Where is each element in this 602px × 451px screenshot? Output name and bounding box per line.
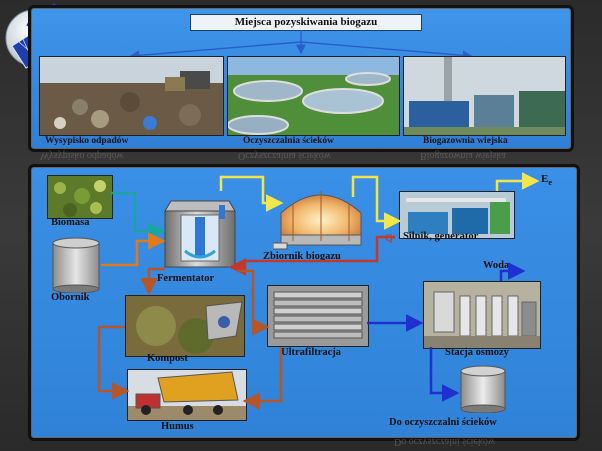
landfill-caption: Wysypisko odpadów (45, 136, 129, 146)
arrow-engine-to-energy (495, 172, 540, 191)
arrow-biomass-to-fermenter (111, 191, 166, 240)
wastewater-plant-caption: Oczyszczalnia ścieków (243, 136, 335, 146)
arrow-manure-to-fermenter (101, 232, 166, 267)
manure-label: Obornik (51, 292, 90, 303)
water-label: Woda (483, 260, 510, 271)
farm-biogas-plant-photo (403, 56, 566, 136)
caption-reflection: Oczyszczalnia ścieków (238, 150, 332, 161)
wastewater-output-label: Do oczyszczalni ścieków (389, 417, 497, 428)
arrow-osmosis-to-water (499, 262, 526, 281)
osmosis-station-photo (423, 281, 541, 349)
humus-label: Humus (161, 421, 194, 432)
output-tank (459, 365, 507, 414)
ultrafiltration-label: Ultrafiltracja (281, 347, 342, 358)
arrow-tank-to-engine (351, 175, 402, 230)
caption-reflection: Biogazownia wiejska (420, 150, 506, 161)
energy-symbol: E (541, 173, 549, 185)
compost-photo (125, 295, 245, 357)
process-panel: Biomasa Obornik (28, 164, 580, 441)
arrow-compost-to-humus (97, 325, 130, 400)
ultrafiltration-photo (267, 285, 369, 347)
energy-subscript: e (548, 178, 552, 188)
manure-tank (51, 237, 101, 294)
energy-label: Ee (541, 173, 552, 187)
fermenter (159, 191, 241, 271)
arrow-fermenter-to-ultrafiltration (237, 269, 270, 336)
biogas-storage-tank (272, 183, 369, 251)
farm-biogas-plant-caption: Biogazownia wiejska (423, 136, 508, 146)
biomass-label: Biomasa (51, 217, 90, 228)
arrow-ultrafiltration-to-humus (242, 347, 283, 410)
landfill-photo (39, 56, 224, 136)
arrow-fermenter-to-tank (219, 175, 284, 212)
arrow-heat-to-fermenter (228, 235, 395, 276)
biogas-tank-label: Zbiornik biogazu (263, 251, 341, 262)
sources-panel: Miejsca pozyskiwania biogazu Wysypisko o… (28, 5, 574, 152)
sources-arrows (129, 30, 473, 61)
biomass-photo (47, 175, 113, 219)
fermenter-label: Fermentator (157, 273, 215, 284)
sources-title: Miejsca pozyskiwania biogazu (190, 14, 422, 31)
wastewater-plant-photo (227, 56, 400, 136)
process-flow-arrows (97, 172, 540, 410)
arrow-osmosis-to-wastewater (429, 347, 460, 402)
engine-generator-photo (399, 191, 515, 239)
caption-reflection: Wysypisko odpadów (40, 150, 124, 161)
osmosis-station-label: Stacja osmozy (445, 347, 509, 358)
heat-label: Q (385, 233, 394, 244)
engine-generator-label: Silnik, generator (403, 231, 479, 242)
process-reflection: Do oczyszczalni ścieków (394, 436, 496, 447)
compost-label: Kompost (147, 353, 188, 364)
arrow-fermenter-to-compost (140, 267, 165, 296)
arrow-to-biogas-plant (300, 41, 473, 61)
